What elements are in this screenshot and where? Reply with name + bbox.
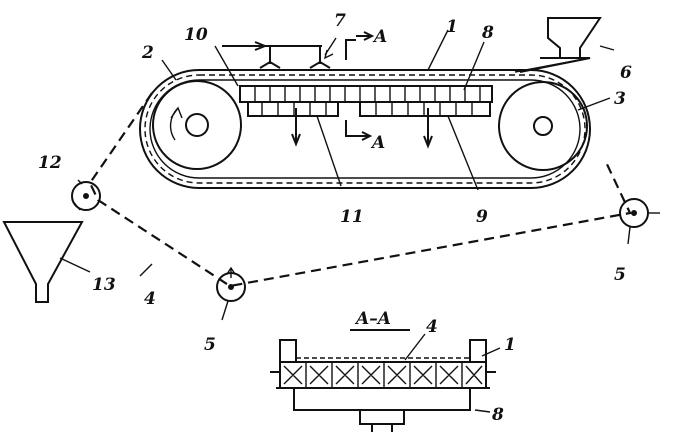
right-drum [498,81,588,171]
label-right-drum: 3 [614,89,626,109]
label-vacuum-box: 8 [481,23,494,43]
label-roller-12: 12 [38,153,62,173]
belt-outer [139,69,591,189]
section-marker-bottom-letter: A [370,133,385,153]
section-marker-top-letter: A [372,27,387,47]
collector-right [359,102,491,191]
label-funnel: 13 [92,275,116,295]
hopper [514,17,602,73]
label-chambers: 10 [184,25,208,45]
section-label-box: 8 [491,405,504,425]
left-drum [152,80,242,170]
label-supply-valve: 7 [334,11,346,31]
label-left-drum: 2 [141,43,154,63]
section-view [270,329,501,432]
supply-valve [222,37,337,71]
label-collector: 9 [476,207,488,227]
section-marker-top [345,31,375,60]
section-label-belt: 4 [426,317,438,337]
collector-left [247,102,342,187]
label-belt: 1 [446,17,458,37]
belt-inner [149,79,581,179]
label-outlets: 11 [340,207,364,227]
section-title: A–A [354,309,391,329]
belt-dashed [144,74,586,184]
idler-bottom [216,266,246,321]
section-label-sidewall: 1 [504,335,516,355]
vacuum-chambers [239,85,493,103]
roller-12 [71,181,101,211]
leader-lines [77,29,615,277]
label-return-belt: 4 [144,289,156,309]
label-hopper: 6 [620,63,632,83]
section-marker-bottom [345,120,373,141]
idler-right [619,198,660,245]
label-idler-right: 5 [614,265,626,285]
funnel [2,221,91,303]
label-idler-bottom: 5 [204,335,216,355]
